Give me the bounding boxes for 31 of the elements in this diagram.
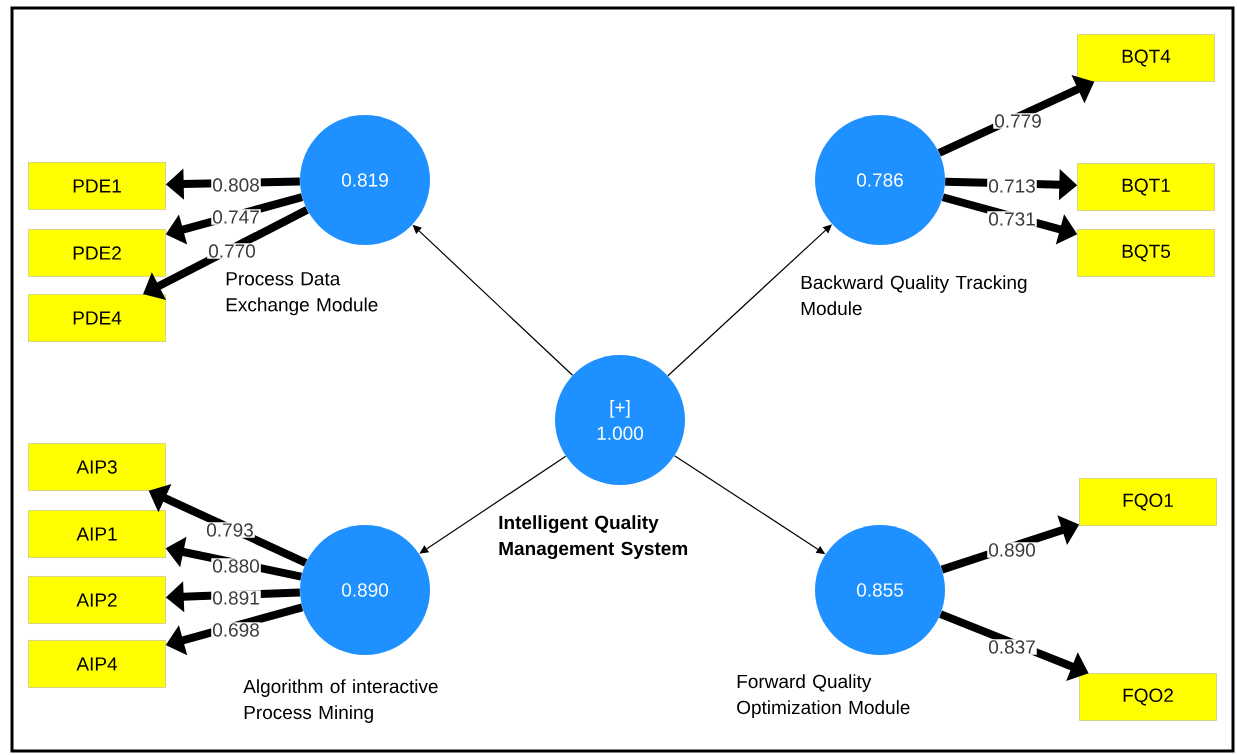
edge-label: 0.779 (993, 113, 1043, 129)
edge-label: 0.837 (987, 639, 1037, 655)
edge-label: 0.880 (211, 558, 261, 574)
indicator-box: AIP3 (28, 443, 166, 491)
edge-label: 0.891 (211, 590, 261, 606)
edge-label: 0.698 (211, 622, 261, 638)
edge-label: 0.793 (205, 522, 255, 538)
indicator-box: BQT4 (1077, 34, 1215, 82)
edge-label: 0.713 (987, 178, 1037, 194)
edge-label: 0.731 (987, 211, 1037, 227)
indicator-box: BQT1 (1077, 163, 1215, 211)
indicator-box: FQO1 (1079, 478, 1217, 526)
indicator-box: PDE2 (28, 229, 166, 277)
indicator-box: AIP1 (28, 510, 166, 558)
indicator-box: PDE1 (28, 162, 166, 210)
construct-label: Intelligent Quality Management System (499, 515, 688, 559)
indicator-box: PDE4 (28, 294, 166, 342)
indicator-box: AIP2 (28, 576, 166, 624)
construct-label: Algorithm of interactive Process Mining (243, 679, 438, 723)
indicator-box: FQO2 (1079, 673, 1217, 721)
edge-label: 0.890 (987, 542, 1037, 558)
edge-label: 0.770 (207, 243, 257, 259)
construct-label: Backward Quality Tracking Module (801, 275, 1027, 316)
indicator-box: AIP4 (28, 640, 166, 688)
edge-label: 0.808 (211, 177, 261, 193)
construct-label: Process Data Exchange Module (226, 272, 378, 316)
construct-label: Forward Quality Optimization Module (737, 674, 910, 718)
arrow (419, 455, 567, 554)
indicator-box: BQT5 (1077, 229, 1215, 277)
arrow (143, 206, 309, 300)
edge-label: 0.747 (211, 209, 261, 225)
